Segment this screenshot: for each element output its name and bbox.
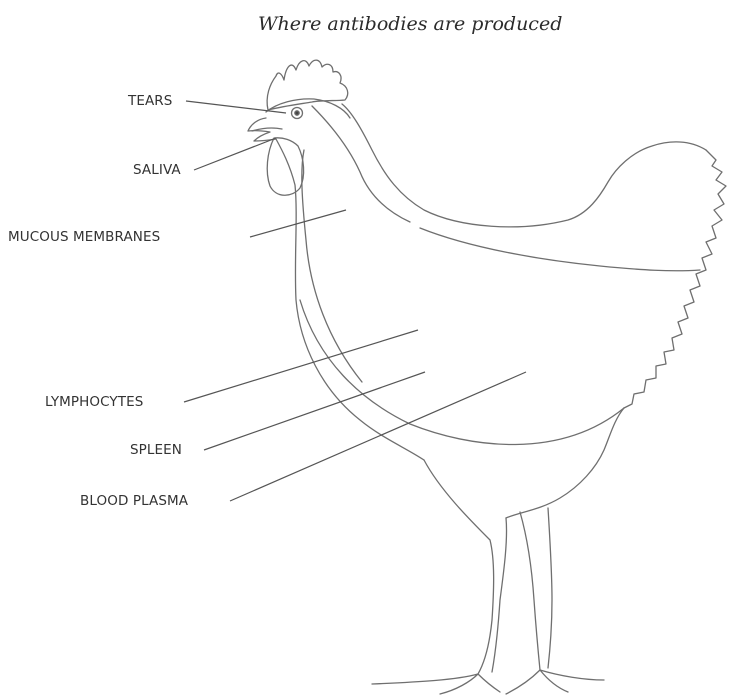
chicken-belly bbox=[506, 408, 624, 518]
leg-left-back bbox=[492, 518, 507, 672]
chicken-head-front bbox=[248, 99, 424, 460]
label-blood-plasma: BLOOD PLASMA bbox=[80, 493, 188, 509]
leader-mucous bbox=[250, 210, 346, 237]
label-lymphocytes: LYMPHOCYTES bbox=[45, 394, 143, 410]
foot-right bbox=[506, 670, 604, 694]
foot-left bbox=[372, 674, 500, 694]
leader-spleen bbox=[204, 372, 425, 450]
diagram-title: Where antibodies are produced bbox=[258, 13, 562, 35]
label-saliva: SALIVA bbox=[133, 162, 181, 178]
wattle bbox=[267, 138, 303, 195]
leader-lymphocytes bbox=[184, 330, 418, 402]
tail-feathers bbox=[624, 150, 726, 408]
label-tears: TEARS bbox=[128, 93, 172, 109]
wing-upper-line bbox=[420, 228, 700, 271]
leg-left bbox=[424, 460, 494, 674]
leader-tears bbox=[186, 101, 286, 113]
chicken-back bbox=[342, 104, 706, 227]
comb bbox=[267, 60, 348, 110]
leader-saliva bbox=[194, 138, 276, 170]
leader-plasma bbox=[230, 372, 526, 501]
breast-inner-line bbox=[302, 150, 362, 382]
leg-right-back bbox=[548, 508, 552, 668]
neck-inner-line bbox=[312, 106, 410, 222]
wing-lower-line bbox=[300, 300, 624, 445]
label-mucous-membranes: MUCOUS MEMBRANES bbox=[8, 229, 160, 245]
label-spleen: SPLEEN bbox=[130, 442, 182, 458]
leg-right bbox=[520, 512, 540, 670]
